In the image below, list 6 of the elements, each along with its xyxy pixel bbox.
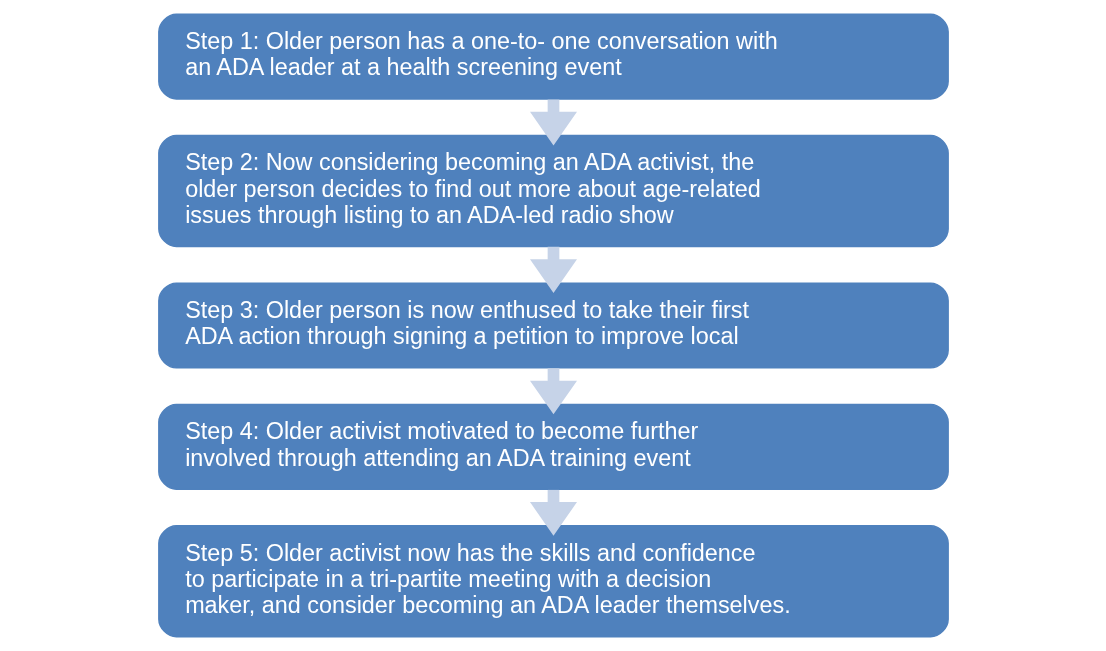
node-box: Step 2: Now considering becoming an ADA activist, the older person decides to find out more about age-related issues through listing to an ADA-led radio show: [157, 134, 949, 248]
node-box: Step 4: Older activist motivated to become further involved through attending an ADA training event: [157, 403, 949, 490]
node-box: Step 3: Older person is now enthused to take their first ADA action through signing a petition to improve local: [157, 282, 949, 369]
arrow: [529, 246, 577, 293]
node-box: Step 5: Older activist now has the skills and confidence to participate in a tri-partite meeting with a decision maker, and consider becoming an ADA leader themselves.: [157, 525, 949, 638]
node-box: Step 1: Older person has a one-to- one conversation with an ADA leader at a health screening event: [157, 13, 949, 100]
